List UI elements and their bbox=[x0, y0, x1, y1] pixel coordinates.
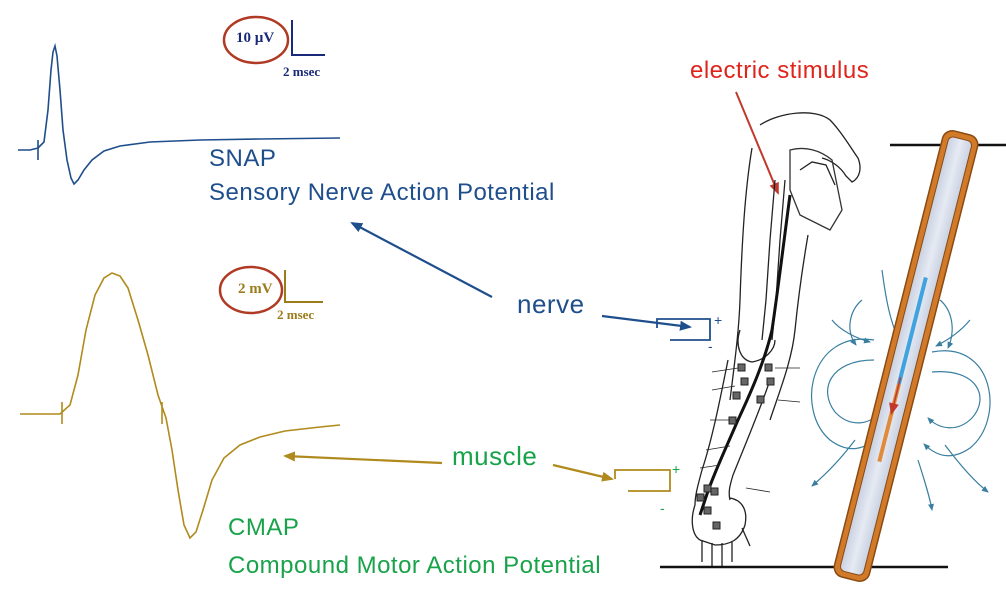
cmap-title: CMAP bbox=[228, 514, 300, 541]
muscle-label: muscle bbox=[452, 441, 538, 471]
muscle-electrode-positive: + bbox=[672, 461, 681, 477]
muscle-electrode-negative: - bbox=[660, 500, 666, 516]
snap-description: Sensory Nerve Action Potential bbox=[209, 179, 555, 206]
cmap-scale-bar bbox=[218, 265, 323, 315]
snap-amplitude-scale: 10 µV bbox=[236, 30, 275, 46]
field-lines bbox=[810, 269, 991, 511]
cmap-waveform bbox=[20, 272, 341, 540]
nerve-label: nerve bbox=[517, 289, 585, 319]
nerve-electrode-negative: - bbox=[708, 338, 714, 354]
muscle-to-cmap-arrow bbox=[283, 451, 443, 465]
snap-time-scale: 2 msec bbox=[283, 64, 321, 79]
stimulus-arrow bbox=[735, 91, 779, 195]
nerve-to-snap-arrow bbox=[350, 222, 493, 298]
cmap-time-scale: 2 msec bbox=[277, 307, 315, 322]
snap-title: SNAP bbox=[209, 145, 277, 172]
electric-stimulus-label: electric stimulus bbox=[690, 57, 870, 84]
snap-scale-bar bbox=[222, 15, 325, 65]
electrode-icon bbox=[614, 318, 711, 492]
cmap-amplitude-scale: 2 mV bbox=[238, 281, 273, 297]
nerve-electrode-positive: + bbox=[714, 312, 723, 328]
arm-anatomy-icon bbox=[691, 112, 861, 566]
cmap-description: Compound Motor Action Potential bbox=[228, 552, 602, 579]
current-rod-icon bbox=[833, 130, 979, 582]
muscle-to-arm-arrow bbox=[552, 463, 614, 482]
nerve-to-arm-arrow bbox=[601, 314, 692, 331]
snap-waveform bbox=[18, 42, 341, 186]
